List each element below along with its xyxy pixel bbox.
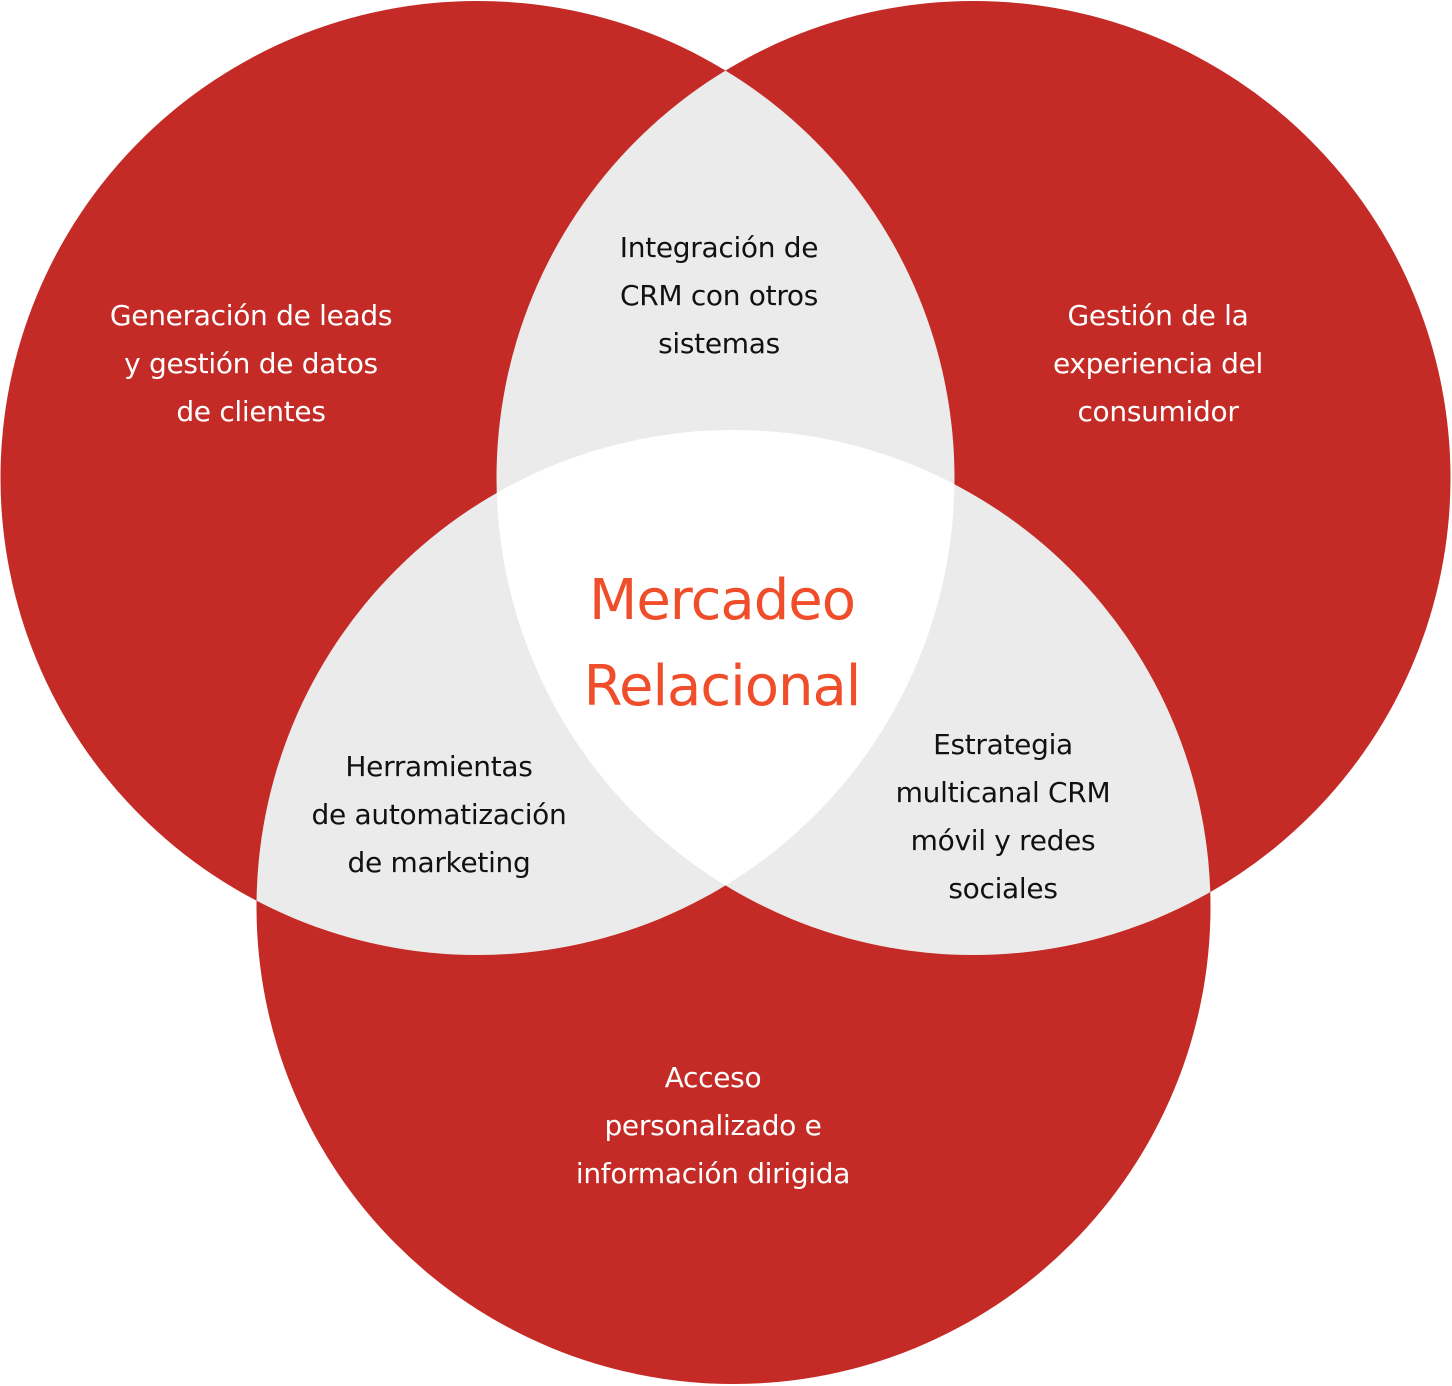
label-overlap-left-right: Integración de CRM con otros sistemas xyxy=(619,224,819,368)
label-line: Generación de leads xyxy=(109,299,393,332)
label-line: multicanal CRM xyxy=(895,776,1111,809)
label-left-circle: Generación de leads y gestión de datos d… xyxy=(109,292,393,436)
label-line: Acceso xyxy=(664,1061,762,1094)
label-line: Integración de xyxy=(619,231,819,264)
label-line: CRM con otros xyxy=(619,279,819,312)
label-line: información dirigida xyxy=(575,1157,851,1190)
label-line: Herramientas xyxy=(345,750,533,783)
center-title: Mercadeo Relacional xyxy=(583,558,862,730)
label-line: experiencia del xyxy=(1052,347,1264,380)
center-title-line: Relacional xyxy=(583,654,862,719)
label-line: de clientes xyxy=(176,395,326,428)
label-line: móvil y redes xyxy=(910,824,1096,857)
label-line: sistemas xyxy=(658,327,780,360)
label-line: Gestión de la xyxy=(1067,299,1249,332)
label-line: Estrategia xyxy=(933,728,1073,761)
center-title-line: Mercadeo xyxy=(589,568,856,633)
label-overlap-right-bottom: Estrategia multicanal CRM móvil y redes … xyxy=(896,721,1111,913)
label-line: consumidor xyxy=(1077,395,1239,428)
label-line: personalizado e xyxy=(604,1109,822,1142)
label-line: de automatización xyxy=(311,798,567,831)
label-bottom-circle: Acceso personalizado e información dirig… xyxy=(575,1054,851,1198)
label-line: de marketing xyxy=(347,846,531,879)
label-overlap-left-bottom: Herramientas de automatización de market… xyxy=(312,743,567,887)
label-line: sociales xyxy=(948,872,1058,905)
label-line: y gestión de datos xyxy=(124,347,378,380)
label-right-circle: Gestión de la experiencia del consumidor xyxy=(1053,292,1263,436)
